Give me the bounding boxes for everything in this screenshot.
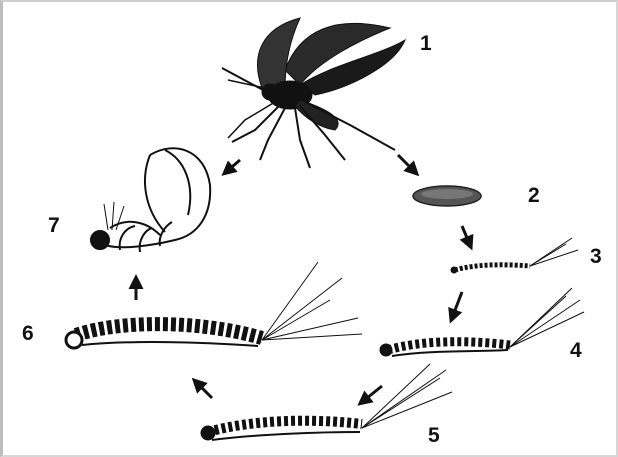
arrow-pupa-to-adult <box>226 160 240 172</box>
larva-icon <box>201 364 452 440</box>
arrow-larva4-to-larva5 <box>362 386 382 402</box>
egg-icon <box>413 186 481 206</box>
stage-label-2: 2 <box>528 184 540 207</box>
adult-mosquito-icon <box>222 18 405 168</box>
arrow-larva-to-larva <box>452 292 462 318</box>
larva-icon <box>66 262 362 348</box>
stage-label-1: 1 <box>420 32 432 55</box>
pupa-icon <box>91 148 210 252</box>
stage-label-5: 5 <box>428 424 440 447</box>
stage-label-3: 3 <box>590 245 602 268</box>
arrow-egg-to-larva <box>462 226 470 245</box>
stage-label-7: 7 <box>48 214 60 237</box>
arrow-larva5-to-larva6 <box>196 382 212 398</box>
larva-icon <box>380 288 584 356</box>
stage-label-6: 6 <box>22 322 34 345</box>
arrow-adult-to-egg <box>398 155 415 172</box>
stage-label-4: 4 <box>570 339 582 362</box>
